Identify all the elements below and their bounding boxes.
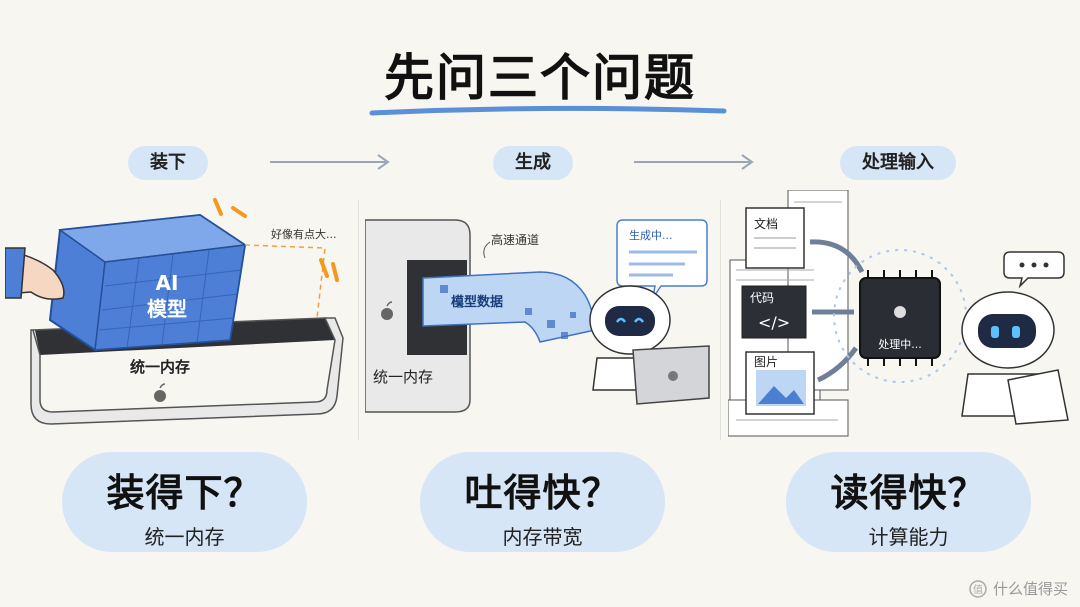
robot-icon bbox=[589, 285, 672, 391]
apple-logo-icon bbox=[154, 383, 166, 402]
watermark-text: 什么值得买 bbox=[992, 580, 1068, 598]
page-title: 先问三个问题 bbox=[384, 49, 696, 107]
panel-fit-illustration: 统一内存 AI 模型 好像有点大... bbox=[5, 198, 344, 425]
question-bubble-generate: 吐得快？ 内存带宽 bbox=[420, 452, 665, 552]
question-subtext: 计算能力 bbox=[868, 525, 949, 549]
thinking-robot-icon bbox=[961, 251, 1069, 425]
code-label: 代码 bbox=[750, 291, 774, 305]
document-card bbox=[745, 207, 805, 269]
memory-box-label: 统一内存 bbox=[130, 358, 190, 376]
input-arrows-icon bbox=[809, 239, 865, 383]
doc-label: 文档 bbox=[754, 216, 778, 231]
question-text: 吐得快？ bbox=[464, 471, 621, 515]
memory-box-label: 统一内存 bbox=[373, 368, 433, 386]
flow-arrow-2-icon bbox=[634, 154, 754, 170]
channel-label: 高速通道 bbox=[491, 232, 539, 247]
note-text: 好像有点大... bbox=[271, 227, 337, 241]
step-pill-generate: 生成 bbox=[493, 146, 573, 180]
watermark: 值 什么值得买 bbox=[969, 578, 1068, 599]
question-bubble-input: 读得快？ 计算能力 bbox=[786, 452, 1031, 552]
question-text: 装得下？ bbox=[106, 471, 263, 515]
title-underline bbox=[369, 105, 727, 116]
panel-input-illustration: 文档 </> 代码 图片 处理中... bbox=[728, 190, 1069, 437]
step-pill-fit: 装下 bbox=[128, 146, 208, 180]
question-text: 读得快？ bbox=[830, 471, 987, 515]
cube-label-line2: 模型 bbox=[147, 297, 187, 321]
panel-divider bbox=[358, 200, 359, 440]
tube-label: 模型数据 bbox=[451, 294, 503, 310]
alert-marks-icon bbox=[213, 198, 339, 282]
cube-label-line1: AI bbox=[156, 271, 179, 295]
watermark-logo-icon: 值 bbox=[969, 579, 987, 598]
apple-logo-icon bbox=[381, 301, 393, 320]
panel-generate-illustration: 统一内存 模型数据 高速通道 生成中... bbox=[365, 219, 710, 413]
flow-arrow-1-icon bbox=[270, 154, 390, 170]
ai-model-cube bbox=[48, 213, 248, 352]
svg-text:值: 值 bbox=[973, 583, 983, 596]
image-label: 图片 bbox=[754, 355, 778, 369]
step-pill-input: 处理输入 bbox=[840, 146, 956, 180]
question-subtext: 内存带宽 bbox=[502, 525, 583, 549]
panel-divider bbox=[720, 200, 721, 440]
question-bubble-fit: 装得下？ 统一内存 bbox=[62, 452, 307, 552]
svg-text:</>: </> bbox=[758, 313, 790, 332]
processor-chip bbox=[859, 270, 941, 366]
speech-bubble-text: 生成中... bbox=[629, 228, 673, 242]
image-card bbox=[745, 351, 815, 415]
code-card: </> bbox=[741, 285, 807, 339]
chip-label: 处理中... bbox=[878, 338, 922, 351]
question-subtext: 统一内存 bbox=[144, 525, 225, 549]
laptop-icon bbox=[632, 345, 710, 405]
speech-bubble bbox=[616, 219, 708, 299]
